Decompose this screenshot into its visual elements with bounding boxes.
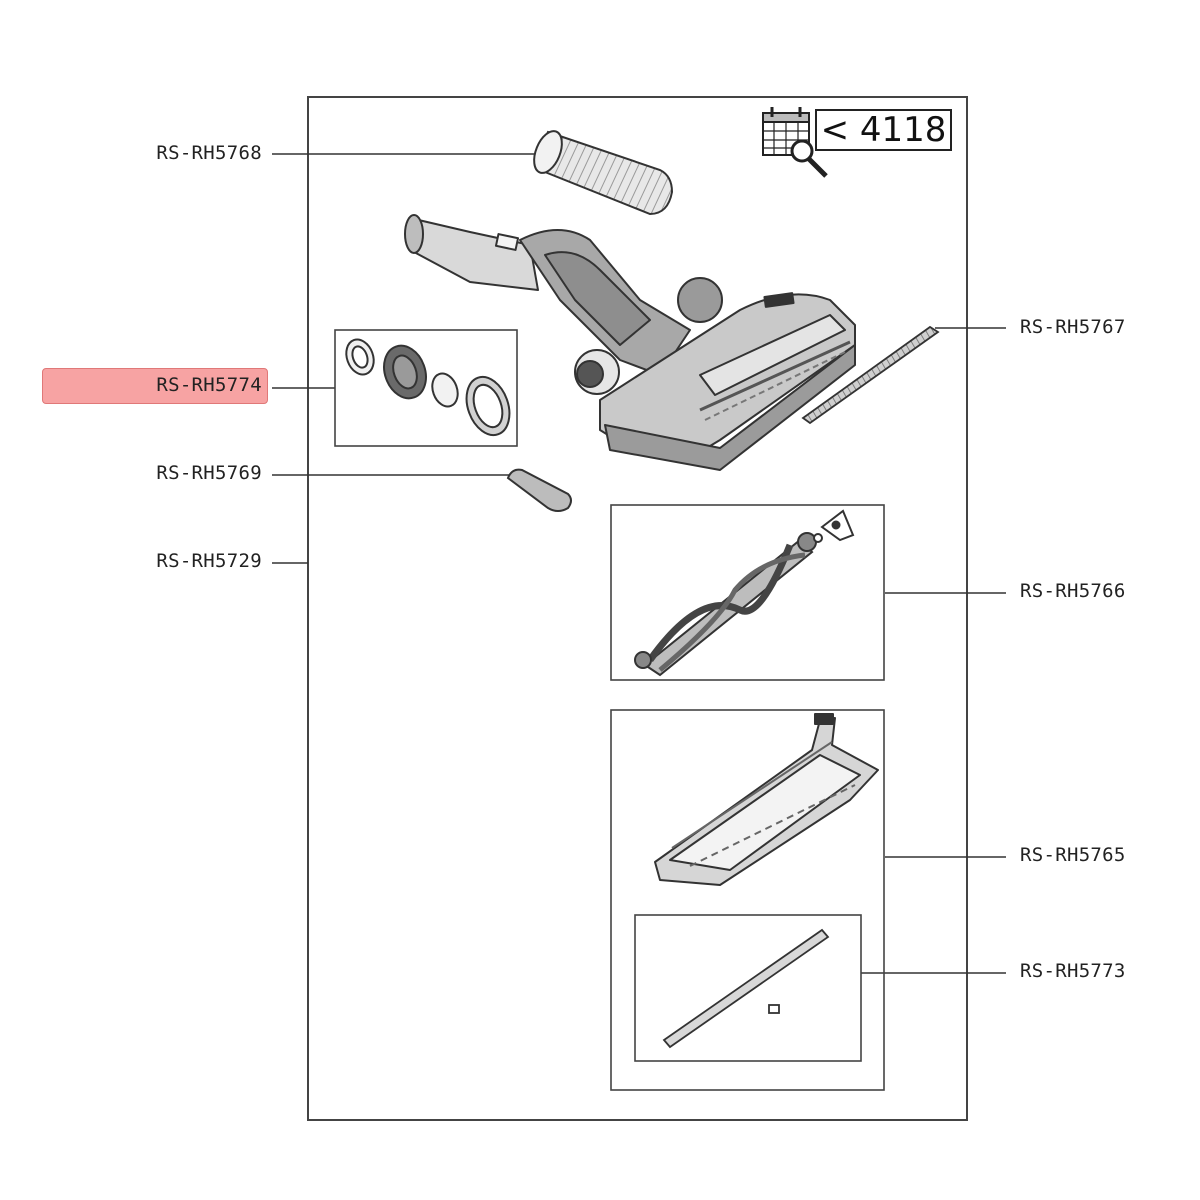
- bottom-plate-frame: [610, 709, 885, 1091]
- part-label-rubber-strip[interactable]: RS-RH5773: [1020, 960, 1126, 982]
- part-label-brush-roll[interactable]: RS-RH5766: [1020, 580, 1126, 602]
- main-frame: [307, 96, 968, 1121]
- part-label-hose[interactable]: RS-RH5768: [156, 142, 262, 164]
- wheel-kit-part: [345, 338, 511, 437]
- part-label-cap[interactable]: RS-RH5769: [156, 462, 262, 484]
- part-label-brush-strip[interactable]: RS-RH5767: [1020, 316, 1126, 338]
- highlight-marker: [42, 368, 268, 404]
- rubber-strip-frame: [634, 914, 862, 1062]
- brush-roll-part: [634, 509, 855, 677]
- rubber-strip-part: [662, 928, 830, 1049]
- leader-lines: [272, 153, 1006, 974]
- calendar-search-icon: [762, 107, 828, 178]
- date-code-box: < 4118: [815, 109, 952, 151]
- hose-part: [533, 130, 674, 216]
- part-label-complete-head[interactable]: RS-RH5729: [156, 550, 262, 572]
- brush-roll-frame: [610, 504, 885, 681]
- part-label-bottom-plate[interactable]: RS-RH5765: [1020, 844, 1126, 866]
- brush-strip-part: [801, 325, 940, 425]
- bottom-plate-part: [654, 713, 879, 886]
- floor-head-part: [404, 214, 856, 471]
- wheel-kit-frame: [334, 329, 518, 447]
- part-label-wheel-kit[interactable]: RS-RH5774: [156, 374, 262, 396]
- cap-part: [506, 468, 572, 512]
